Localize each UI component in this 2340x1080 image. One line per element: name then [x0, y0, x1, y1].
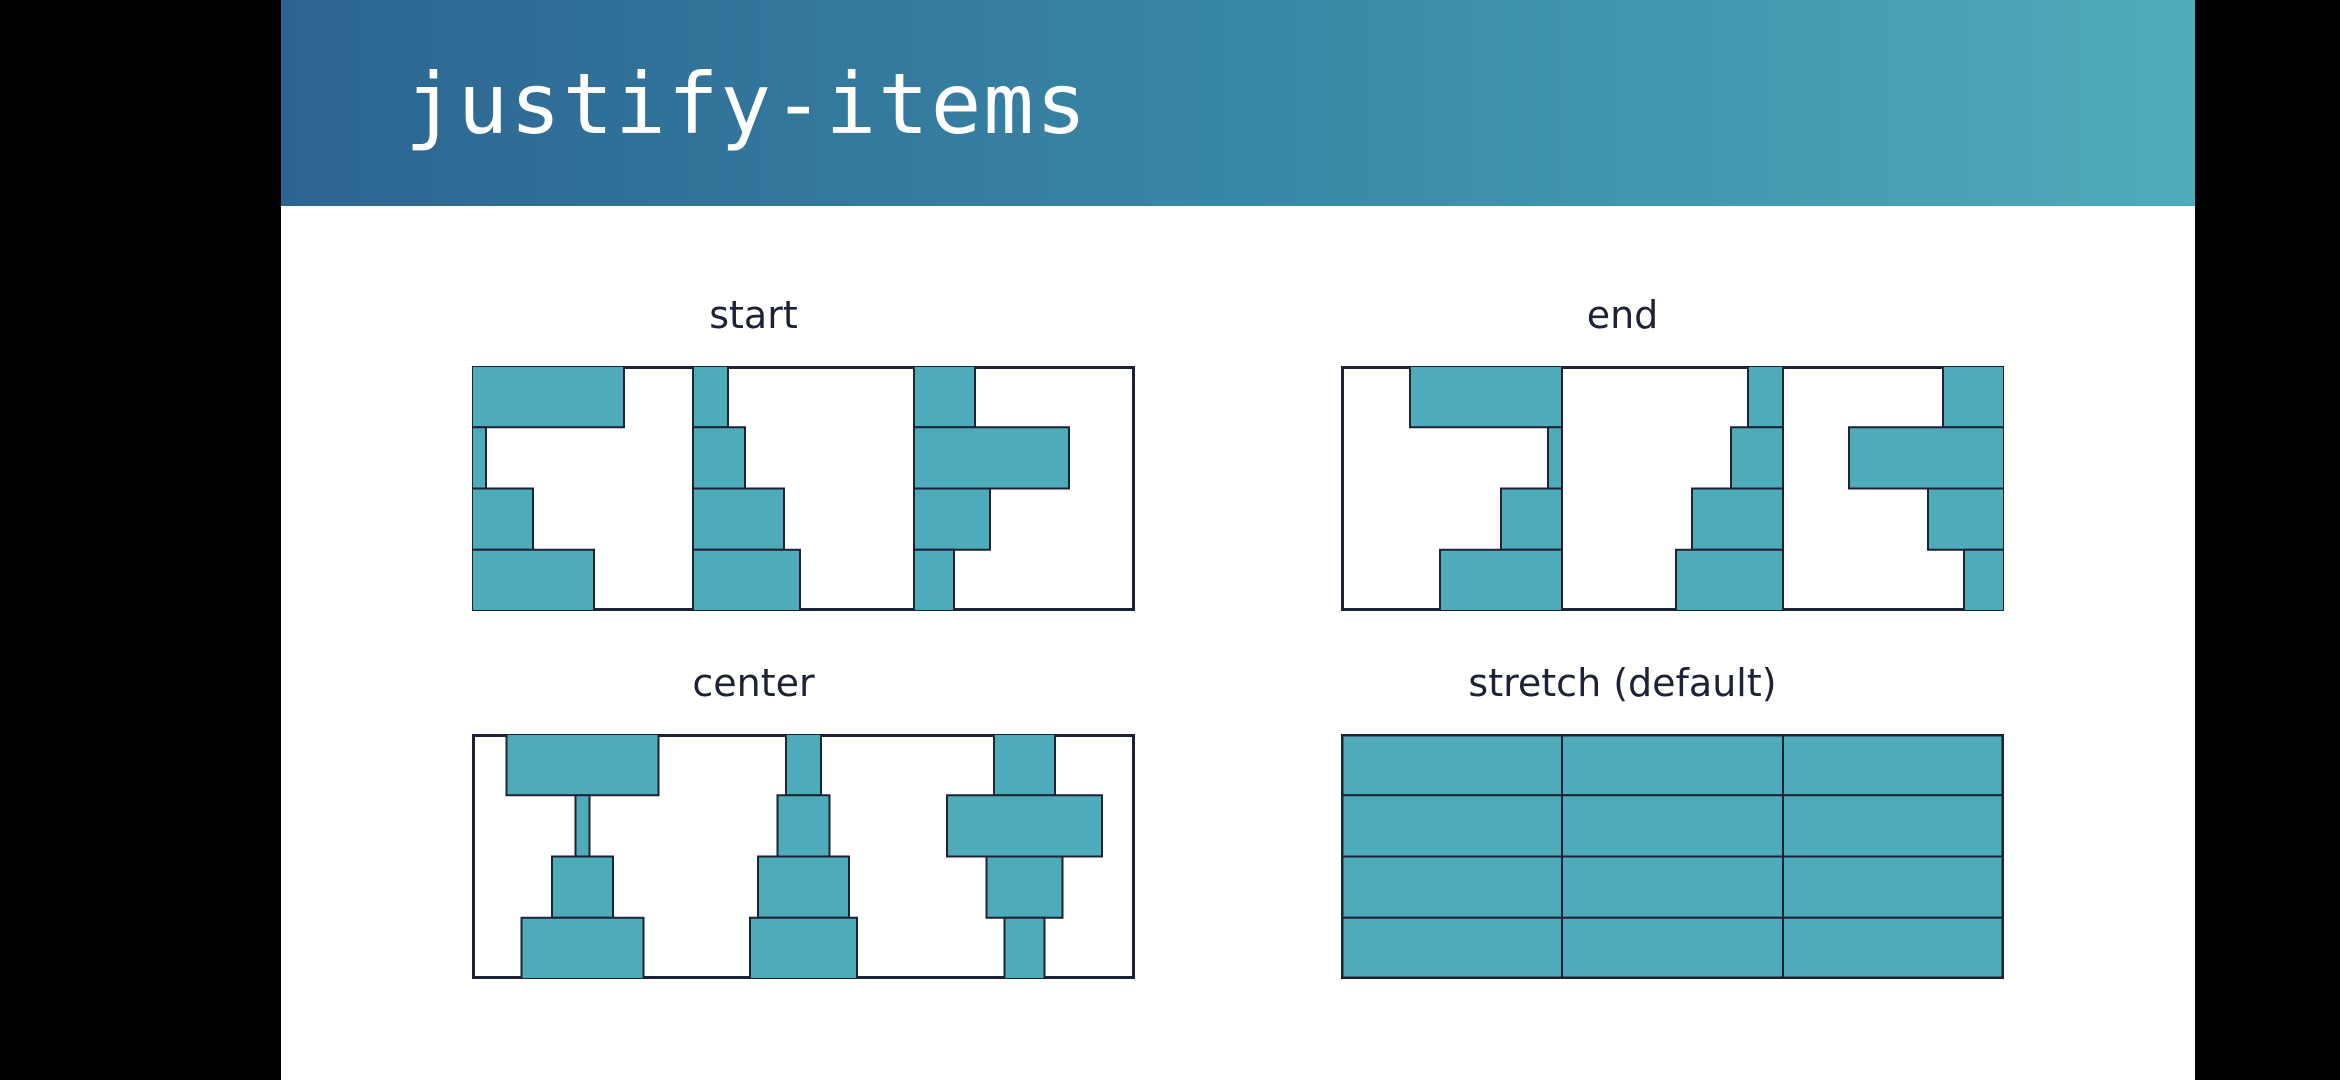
- grid-item: [913, 487, 991, 551]
- grid-item: [1341, 916, 1563, 979]
- grid-item: [1782, 916, 2004, 979]
- grid-item: [1341, 855, 1563, 919]
- grid-item: [1561, 734, 1784, 797]
- grid-item: [913, 426, 1070, 490]
- grid-container-outline: [1341, 734, 2004, 979]
- grid-item: [776, 794, 831, 858]
- grid-item: [505, 734, 660, 797]
- grid-item: [472, 487, 534, 551]
- grid-item: [520, 916, 645, 979]
- grid-item: [1341, 794, 1563, 858]
- title-banner: justify-items: [281, 0, 2195, 206]
- slide: justify-items start end center stretch (…: [281, 0, 2195, 1080]
- grid-item: [785, 734, 822, 797]
- panel-label-start: start: [709, 293, 798, 337]
- grid-item: [1927, 487, 2004, 551]
- watermark-in-logo: in: [2038, 1020, 2076, 1058]
- grid-item: [1782, 734, 2004, 797]
- grid-diagram-center: [472, 734, 1135, 979]
- grid-item: [913, 366, 976, 429]
- grid-item: [1439, 548, 1563, 611]
- grid-item: [1561, 916, 1784, 979]
- grid-item: [757, 855, 850, 919]
- grid-item: [692, 366, 729, 429]
- grid-item: [692, 548, 801, 611]
- grid-item: [551, 855, 614, 919]
- grid-diagram-end: [1341, 366, 2004, 611]
- panel-label-end: end: [1586, 293, 1659, 337]
- grid-item: [692, 487, 785, 551]
- grid-diagram-stretch: [1341, 734, 2004, 979]
- watermark-linked: Linked: [1940, 1022, 2037, 1055]
- panel-label-center: center: [692, 661, 815, 705]
- grid-item: [1003, 916, 1046, 979]
- grid-diagram-start: [472, 366, 1135, 611]
- grid-item: [472, 548, 595, 611]
- grid-item: [749, 916, 858, 979]
- grid-item: [1500, 487, 1563, 551]
- grid-item: [574, 794, 591, 858]
- grid-item: [1782, 855, 2004, 919]
- grid-item: [1675, 548, 1784, 611]
- grid-item: [1341, 734, 1563, 797]
- grid-item: [1963, 548, 2004, 611]
- grid-item: [1942, 366, 2004, 429]
- grid-item: [1409, 366, 1563, 429]
- grid-item: [472, 366, 625, 429]
- grid-item: [1848, 426, 2004, 490]
- grid-item: [1561, 794, 1784, 858]
- grid-item: [1547, 426, 1563, 490]
- grid-item: [472, 426, 487, 490]
- grid-item: [1747, 366, 1784, 429]
- grid-item: [1691, 487, 1784, 551]
- grid-item: [993, 734, 1056, 797]
- grid-item: [985, 855, 1064, 919]
- grid-item: [1730, 426, 1784, 490]
- grid-item: [692, 426, 746, 490]
- watermark-learning: LEARNING: [2077, 1029, 2178, 1050]
- slide-title: justify-items: [405, 55, 1089, 153]
- grid-item: [913, 548, 955, 611]
- grid-item: [946, 794, 1103, 858]
- grid-item: [1561, 855, 1784, 919]
- grid-item: [1782, 794, 2004, 858]
- panel-label-stretch: stretch (default): [1468, 661, 1777, 705]
